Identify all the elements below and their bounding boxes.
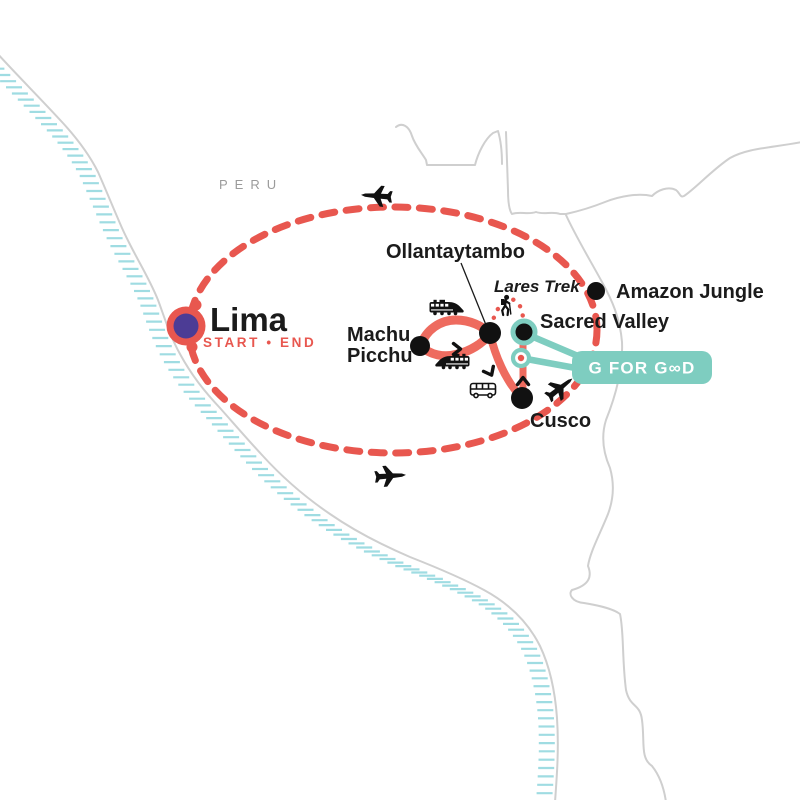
- g-for-good-badge-label: G FOR G∞D: [589, 359, 696, 378]
- label-ollantaytambo: Ollantaytambo: [386, 241, 525, 263]
- airplane-icon-bottom: [374, 464, 407, 488]
- region-label-peru: PERU: [219, 177, 283, 192]
- label-cusco: Cusco: [530, 410, 591, 432]
- marker-machu-picchu: [410, 336, 430, 356]
- coastline-path: [0, 54, 559, 800]
- border-path-north: [395, 123, 503, 166]
- label-machu-picchu-line1: Machu: [347, 324, 410, 346]
- marker-cusco: [511, 387, 533, 409]
- label-sacred-valley: Sacred Valley: [540, 311, 670, 333]
- ocean-hatching: [0, 67, 555, 795]
- marker-sacred-valley: [510, 318, 538, 346]
- marker-g-for-good-site: [510, 347, 532, 369]
- marker-lima: [166, 299, 206, 353]
- bus-icon: [469, 382, 497, 399]
- label-lima: Lima: [210, 301, 288, 338]
- label-lima-start-end: START • END: [203, 335, 316, 350]
- marker-amazon-jungle: [587, 282, 605, 300]
- hiker-icon: [501, 294, 512, 317]
- g-for-good-badge: [572, 351, 712, 384]
- border-path-northeast: [505, 131, 800, 215]
- border-path-east: [565, 214, 667, 800]
- label-lares-trek: Lares Trek: [494, 277, 581, 296]
- label-machu-picchu-line2: Picchu: [347, 345, 413, 367]
- marker-ollantaytambo: [479, 322, 501, 344]
- chevron-to-cusco: [481, 364, 499, 380]
- label-amazon-jungle: Amazon Jungle: [616, 281, 764, 303]
- ollantaytambo-leader-line: [460, 262, 487, 326]
- train-icon-upper: [429, 299, 464, 316]
